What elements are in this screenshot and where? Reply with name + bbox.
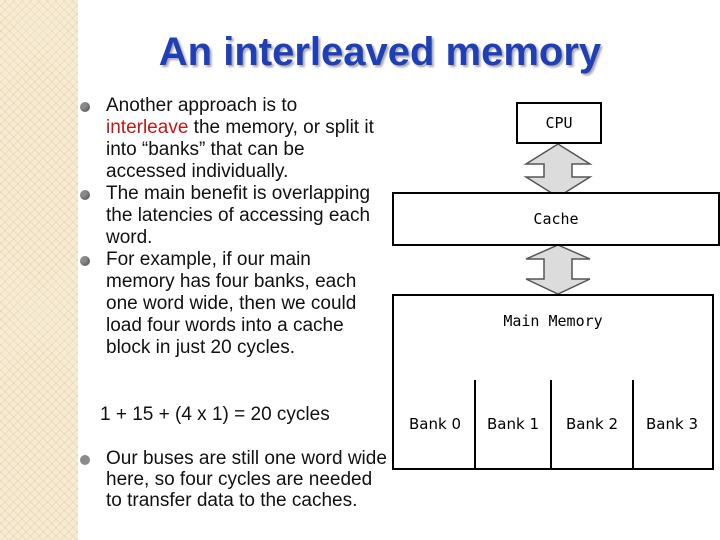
bullet-text: For example, if our main memory has four… — [106, 249, 357, 358]
cpu-label: CPU — [545, 114, 573, 132]
bullet-text-pre: Another approach is to — [106, 95, 298, 116]
bank-3: Bank 3 — [632, 380, 710, 468]
decorative-side-strip — [0, 0, 78, 540]
bullet-item: The main benefit is overlapping the late… — [80, 183, 380, 249]
bullet-dot-icon — [80, 190, 90, 200]
bank-2: Bank 2 — [566, 415, 618, 433]
cache-label: Cache — [533, 210, 579, 228]
bullet-list: Another approach is to interleave the me… — [80, 95, 380, 359]
bullet-text: Our buses are still one word wide here, … — [106, 448, 387, 511]
bank-1: Bank 1 — [474, 380, 552, 468]
bullet-text: The main benefit is overlapping the late… — [106, 183, 371, 248]
bullet-dot-icon — [80, 455, 90, 465]
bullet-dot-icon — [80, 102, 90, 112]
bullet-dot-icon — [80, 256, 90, 266]
cache-memory-arrow-icon — [525, 244, 591, 295]
cycles-formula: 1 + 15 + (4 x 1) = 20 cycles — [100, 404, 330, 425]
cache-box: Cache — [392, 192, 720, 246]
bank-0: Bank 0 — [409, 415, 461, 433]
bullet-list-secondary: Our buses are still one word wide here, … — [80, 448, 390, 511]
cpu-cache-arrow-icon — [523, 143, 593, 198]
bullet-item: Our buses are still one word wide here, … — [80, 448, 390, 511]
slide-title: An interleaved memory — [158, 30, 602, 74]
bullet-highlight: interleave — [106, 117, 189, 138]
main-memory-box: Main Memory — [392, 294, 714, 470]
bullet-text-post: the memory, or split it into “banks” tha… — [106, 117, 374, 182]
cpu-box: CPU — [516, 102, 602, 144]
bullet-item: For example, if our main memory has four… — [80, 249, 380, 359]
bullet-item: Another approach is to interleave the me… — [80, 95, 380, 183]
main-memory-label: Main Memory — [503, 312, 603, 330]
